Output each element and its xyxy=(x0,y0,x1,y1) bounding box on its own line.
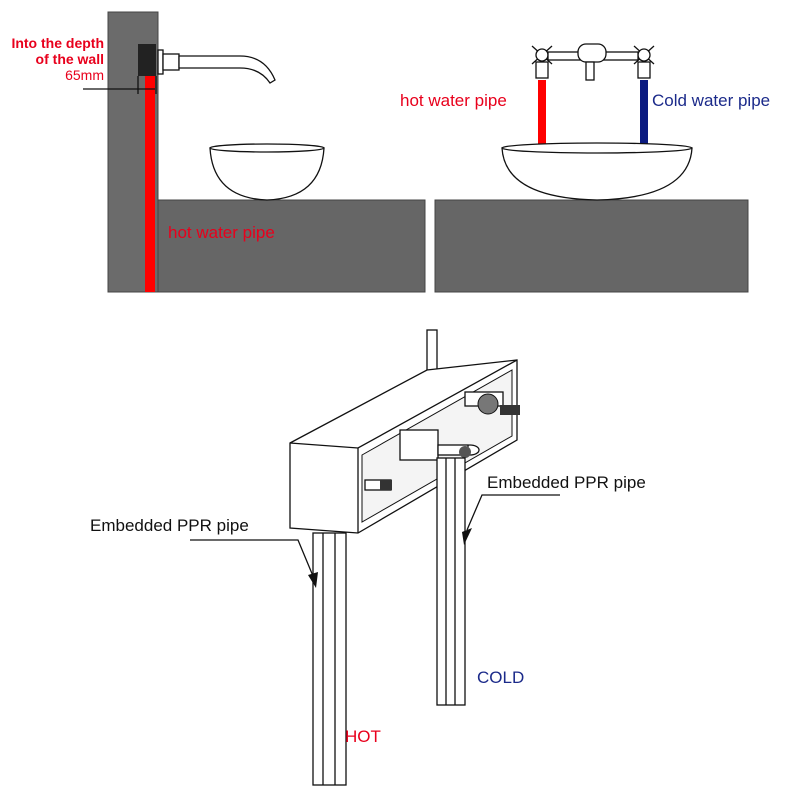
hot-pipe-label-left: hot water pipe xyxy=(168,223,275,242)
concealed-valve-box xyxy=(289,359,520,534)
faucet-handles xyxy=(531,43,655,81)
hot-label: HOT xyxy=(345,727,381,746)
hot-pipe-label-right: hot water pipe xyxy=(400,91,507,110)
cold-pipe xyxy=(640,80,648,146)
hot-pipe xyxy=(145,76,155,292)
three-hole-faucet-panel: hot water pipe Cold water pipe xyxy=(400,43,770,293)
counter-top xyxy=(157,199,426,293)
depth-value: 65mm xyxy=(65,67,104,83)
leader-line-left xyxy=(190,539,314,577)
embedded-pipe-label-left: Embedded PPR pipe xyxy=(90,516,249,535)
wall-spout-panel: Into the depth of the wall 65mm hot wate… xyxy=(11,11,426,293)
cold-label: COLD xyxy=(477,668,524,687)
arrow-left xyxy=(308,572,318,588)
depth-label-line2: of the wall xyxy=(36,51,104,67)
hot-pipe-right xyxy=(538,80,546,146)
cold-pipe-label: Cold water pipe xyxy=(652,91,770,110)
counter-top-right xyxy=(434,199,749,293)
arrow-right xyxy=(462,528,472,545)
vessel-sink-right xyxy=(501,142,693,201)
spout xyxy=(157,49,276,84)
wall-mixer-body xyxy=(138,44,156,76)
cold-embedded-pipe xyxy=(436,457,466,706)
depth-label-line1: Into the depth xyxy=(11,35,104,51)
hot-embedded-pipe xyxy=(312,532,347,786)
embedded-box-illustration: Embedded PPR pipe Embedded PPR pipe COLD… xyxy=(90,329,646,786)
embedded-pipe-label-right: Embedded PPR pipe xyxy=(487,473,646,492)
vessel-sink-left xyxy=(209,143,325,201)
leader-line-right xyxy=(466,494,560,531)
